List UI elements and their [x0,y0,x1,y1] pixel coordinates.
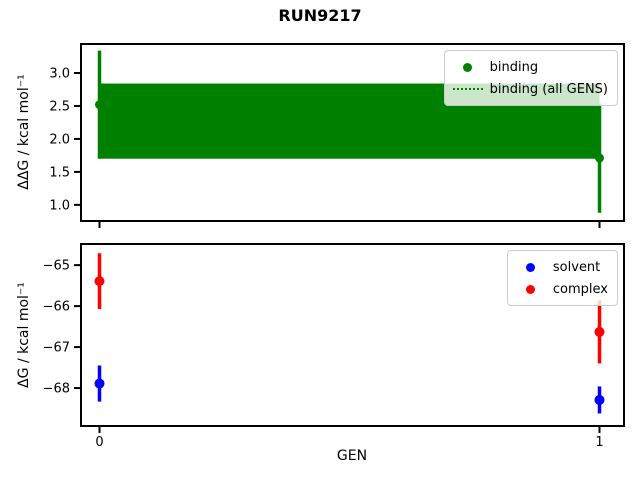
binding-point [595,153,604,163]
legend-item-binding: binding [452,56,608,78]
solvent-point [594,394,605,405]
legend-item-complex: complex [515,278,608,300]
y-tick-label: −67 [43,341,70,356]
y-tick-label: 1.0 [49,198,70,213]
legend-item-solvent: solvent [515,256,608,278]
axes-frame [80,243,625,427]
plot-title: RUN9217 [278,6,362,25]
x-tick-label: 1 [595,435,603,450]
legend-label: complex [552,281,608,297]
legend-item-binding-all-gens: binding (all GENS) [452,78,608,100]
dotted-line-icon [452,88,483,90]
complex-point [594,326,605,337]
binding-dot-icon [463,62,473,72]
legend-marker-cell [452,62,484,72]
binding-point [95,100,104,110]
y-tick-label: 3.0 [49,66,70,81]
complex-point [94,276,105,287]
solvent-dot-icon [526,262,536,272]
bottom-legend: solvent complex [506,250,618,306]
legend-marker-cell [515,284,547,294]
y-tick-label: 2.5 [49,99,70,114]
legend-label: solvent [552,259,601,275]
legend-label: binding (all GENS) [489,81,608,97]
y-tick-label: −65 [43,259,70,274]
x-tick-label: 0 [95,435,103,450]
complex-dot-icon [526,284,536,294]
legend-marker-cell [515,262,547,272]
legend-label: binding [489,59,539,75]
solvent-point [94,378,105,389]
x-axis-label: GEN [336,448,368,464]
y-tick-label: 2.0 [49,132,70,147]
y-tick-label: −68 [43,382,70,397]
top-y-axis-label: ΔΔG / kcal mol⁻¹ [16,74,32,190]
y-tick-label: −66 [43,300,70,315]
bottom-y-axis-label: ΔG / kcal mol⁻¹ [16,282,32,388]
bottom-plot-axes: −68 −67 −66 −65 0 1 [43,243,625,450]
legend-marker-cell [452,88,484,90]
y-tick-label: 1.5 [49,165,70,180]
axes-frame [80,43,625,222]
top-legend: binding binding (all GENS) [443,50,618,106]
